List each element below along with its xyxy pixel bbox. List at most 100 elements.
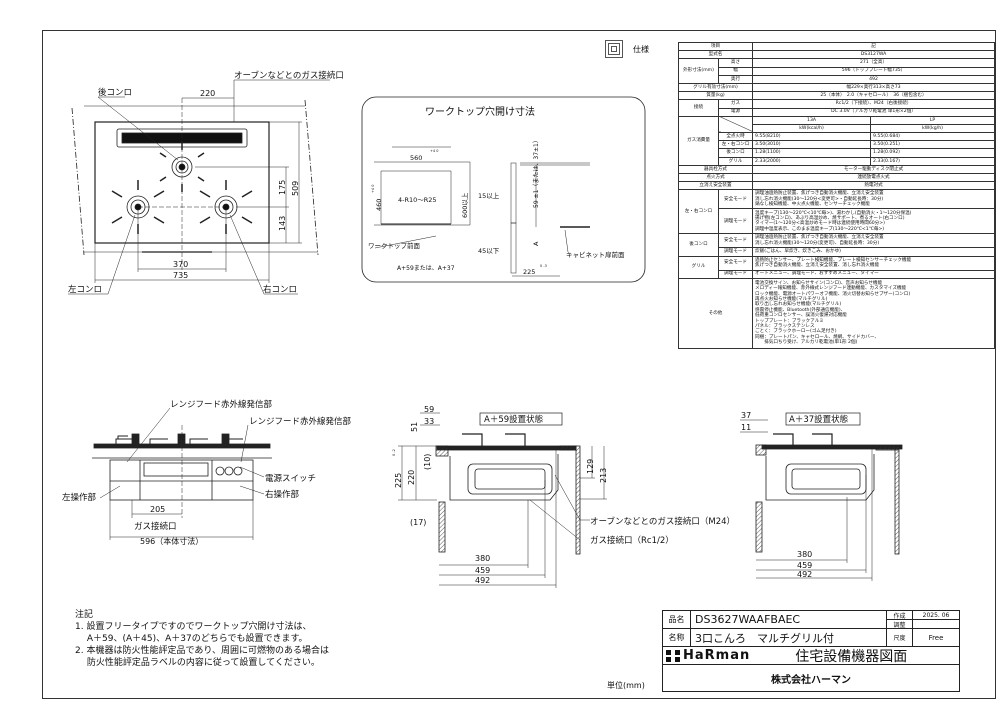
dim-51: 51 bbox=[410, 422, 419, 432]
dim-735: 735 bbox=[173, 271, 188, 280]
col-13a: 13A bbox=[752, 115, 872, 125]
row-label: 左・右コンロ bbox=[717, 140, 754, 150]
row-label: ガス消費量 bbox=[678, 115, 719, 166]
dim-459-b: 459 bbox=[797, 561, 812, 570]
row-label: グリル bbox=[678, 255, 719, 279]
unit-lp: kW(kg/h) bbox=[870, 123, 996, 134]
label-gas-inlet-rc: ガス接続口（Rc1/2） bbox=[590, 535, 674, 546]
label-rear-burner: 後コンロ bbox=[98, 87, 132, 98]
row-label: 高さ bbox=[717, 58, 754, 68]
side-view-a37 bbox=[740, 419, 903, 581]
drawing-type: 住宅設備機器図面 bbox=[795, 648, 908, 665]
dim-459: 459 bbox=[475, 566, 490, 575]
unit-label: 単位(mm) bbox=[607, 681, 645, 690]
dim-17: (17) bbox=[410, 518, 426, 527]
rear-cook-value: 炊飯(ごはん、早炊き、炊きこみ、おかゆ) bbox=[752, 247, 996, 257]
row-label: 幅 bbox=[717, 66, 754, 76]
unit-13a: kW(kcal/h) bbox=[752, 123, 872, 134]
header-value: 記 bbox=[752, 41, 996, 52]
row-label: 調理モード bbox=[717, 208, 754, 235]
scale-label: 尺度 bbox=[887, 629, 913, 647]
other-features-list: 電池交換サイン、お知らせサイン(コンロ)、音声お知らせ機能メロディー報知機能、赤… bbox=[752, 277, 996, 349]
row-label: その他 bbox=[677, 277, 754, 349]
company-row: 株式会社ハーマン bbox=[663, 665, 959, 691]
grill-value: 幅229×奥行313×高さ73 bbox=[752, 82, 996, 93]
row-label: 点火方式 bbox=[677, 172, 754, 183]
power-value: DC 3.0V（アルカリ乾電池 単1形×2個） bbox=[752, 107, 996, 117]
tol-560: +4 0 bbox=[430, 149, 439, 153]
dim-45: 45以下 bbox=[478, 247, 500, 255]
worktop-title: ワークトップ穴開け寸法 bbox=[425, 105, 535, 118]
diagonal-cell bbox=[717, 115, 754, 134]
width-value: 596（トッププレート幅735） bbox=[752, 66, 996, 76]
label-left-panel: 左操作部 bbox=[62, 492, 97, 503]
dim-492-b: 492 bbox=[797, 570, 812, 579]
row-label: 調理モード bbox=[717, 247, 754, 257]
row-label: 調理モード bbox=[717, 269, 754, 279]
value-13a: 2.33(2000) bbox=[752, 156, 872, 166]
worktop-cutout-panel bbox=[361, 96, 646, 283]
row-label: 後コンロ bbox=[678, 233, 719, 257]
dim-600: 600以上 bbox=[460, 192, 469, 218]
side-view-a59 bbox=[398, 412, 607, 588]
front-view bbox=[92, 407, 272, 540]
tol-225: 0 -3 bbox=[540, 264, 547, 268]
dim-37: 37 bbox=[741, 411, 751, 420]
tol-460: +4 0 bbox=[371, 185, 375, 194]
gas-value: Rc1/2（下接続）、M24（右後接続） bbox=[752, 99, 996, 109]
row-label: 型式名 bbox=[677, 50, 754, 60]
dim-213: 213 bbox=[599, 468, 608, 483]
spec-title: 仕様 bbox=[633, 44, 649, 54]
row-label: 奥行 bbox=[717, 74, 754, 84]
adjusted-label: 調整 bbox=[887, 620, 913, 629]
row-label: 全点火時 bbox=[717, 132, 754, 142]
scale-value: Free bbox=[913, 629, 959, 647]
note-line: 1. 設置フリータイプですのでワークトップ穴開け寸法は、 bbox=[75, 622, 312, 632]
side-a59-title: A＋59設置状態 bbox=[484, 414, 543, 425]
label-ir-emitter-1: レンジフード赤外線発信部 bbox=[170, 399, 273, 410]
lr-safety-list: 調理油過熱防止装置、焦げつき自動消火機能、立消え安全装置消し忘れ消火機能(30～… bbox=[752, 189, 996, 210]
corner-radius: 4-R10～R25 bbox=[398, 196, 437, 204]
drawing-frame bbox=[42, 30, 996, 699]
mass-value: 25（本体） 2.0（キャセロール） 36（梱包含む） bbox=[752, 91, 996, 101]
company-name: 株式会社ハーマン bbox=[771, 674, 851, 686]
row-label: 接続 bbox=[678, 99, 719, 117]
harman-logo-icon bbox=[666, 649, 680, 662]
label-power-switch: 電源スイッチ bbox=[265, 474, 316, 484]
row-label: 安全モード bbox=[717, 255, 754, 271]
dim-220: 220 bbox=[200, 89, 215, 98]
value-13a: 1.28(1100) bbox=[752, 148, 872, 158]
depth-value: 492 bbox=[752, 74, 996, 84]
dim-a: A bbox=[532, 241, 540, 246]
title-block: 品名 DS3627WAAFBAEC 作成 2025. 06 調整 名称 3口こん… bbox=[662, 610, 960, 692]
dim-15: 15以上 bbox=[478, 191, 500, 200]
tol-225-side: 0 -2 bbox=[392, 449, 396, 456]
label-left-burner: 左コンロ bbox=[68, 284, 102, 295]
row-label: 安全モード bbox=[717, 233, 754, 249]
dim-10: (10) bbox=[423, 454, 432, 470]
dim-220: 220 bbox=[407, 470, 416, 485]
square-target-icon bbox=[605, 40, 623, 58]
created-label: 作成 bbox=[887, 611, 913, 620]
dim-59: 59 ±1（または、37±1） bbox=[533, 137, 540, 208]
dim-509: 509 bbox=[291, 181, 300, 196]
part-no: DS3627WAAFBAEC bbox=[691, 611, 887, 629]
height-value: 271（全高） bbox=[752, 58, 996, 68]
brand-logo: HaRman bbox=[683, 648, 751, 663]
note-line: 防火性能評定品ラベルの内容に従って設置してください。 bbox=[75, 658, 320, 668]
model-value: DS3127WA bbox=[752, 50, 996, 60]
value-13a: 3.50(3010) bbox=[752, 140, 872, 150]
rear-burner-icon bbox=[159, 142, 205, 192]
note-line: 2. 本機器は防火性能評定品であり、周囲に可燃物のある場合は bbox=[75, 646, 329, 656]
grill-safety-list: 過熱防止センサー、プレート検知機能、プレート検知センサーチェック機能焦げつき自動… bbox=[752, 255, 996, 271]
ignition-value: 連続放電点火式 bbox=[752, 172, 996, 183]
row-label: 器具栓方式 bbox=[677, 164, 754, 175]
row-label: 左・右コンロ bbox=[678, 189, 719, 235]
side-a37-title: A＋37設置状態 bbox=[789, 414, 848, 425]
dim-370: 370 bbox=[173, 260, 188, 269]
row-label: ガス bbox=[717, 99, 754, 109]
brand-row: HaRman 住宅設備機器図面 bbox=[663, 647, 959, 665]
dim-205: 205 bbox=[150, 505, 165, 514]
row-label: グリル有効寸法(mm) bbox=[677, 82, 754, 93]
